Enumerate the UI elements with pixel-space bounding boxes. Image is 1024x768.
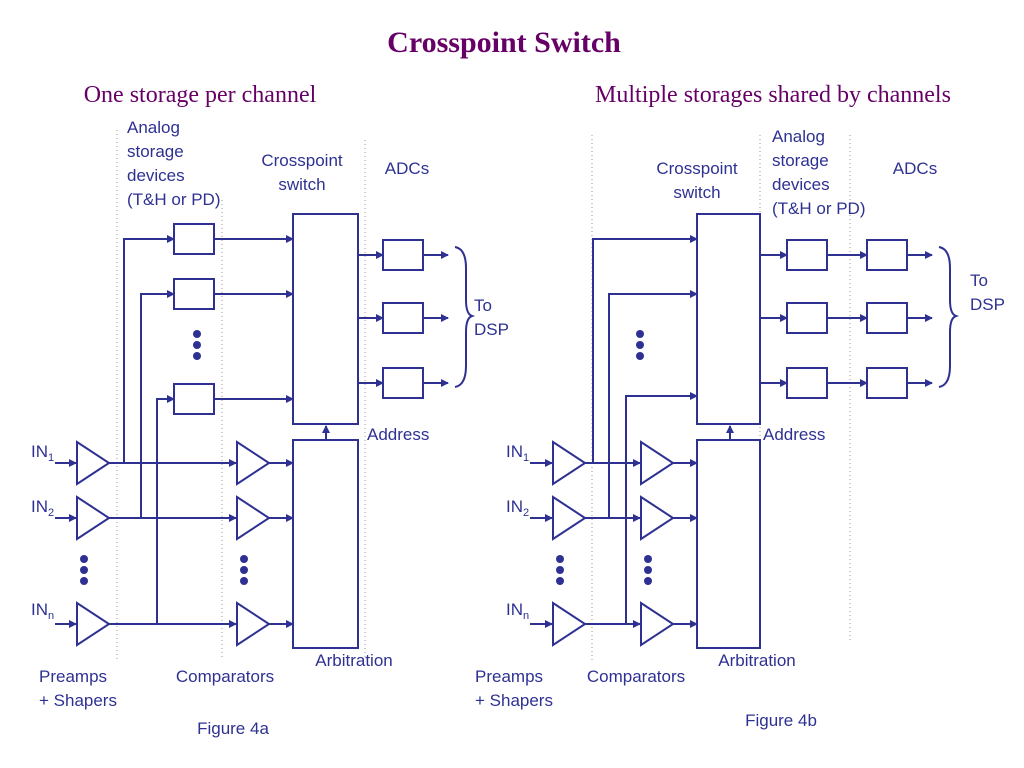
- preamp-triangle: [552, 601, 587, 647]
- ellipsis-dot: [193, 330, 201, 338]
- storage-label-line: Analog: [127, 118, 180, 137]
- to-dsp-label: To: [474, 296, 492, 315]
- switch-label-line: Crosspoint: [656, 159, 738, 178]
- input-label-1: IN1: [506, 442, 529, 464]
- storage-box: [786, 302, 828, 334]
- storage-box: [173, 278, 215, 310]
- comparator-triangle: [236, 601, 271, 647]
- subtitle-left: One storage per channel: [84, 82, 317, 108]
- input-label-1: IN1: [31, 442, 54, 464]
- comparators-label: Comparators: [176, 667, 274, 686]
- arbitration-block: [292, 439, 359, 649]
- preamp-triangle: [552, 440, 587, 486]
- storage-box: [786, 367, 828, 399]
- preamp-triangle: [76, 495, 111, 541]
- comparator-triangle: [640, 440, 675, 486]
- input-label-2: IN2: [506, 497, 529, 519]
- preamps-label: Preamps: [475, 667, 543, 686]
- input-label-n: INn: [31, 600, 54, 622]
- storage-label-line: devices: [772, 175, 830, 194]
- storage-label-line: Analog: [772, 127, 825, 146]
- comparator-triangle: [236, 495, 271, 541]
- dsp-brace: [938, 246, 960, 388]
- storage-box: [173, 223, 215, 255]
- storage-label-line: (T&H or PD): [772, 199, 866, 218]
- crosspoint-switch-block: [292, 213, 359, 425]
- preamps-label: + Shapers: [39, 691, 117, 710]
- page-title: Crosspoint Switch: [387, 26, 621, 59]
- dsp-brace: [454, 246, 476, 388]
- arbitration-label: Arbitration: [718, 651, 795, 670]
- switch-label-line: switch: [278, 175, 325, 194]
- storage-label-line: (T&H or PD): [127, 190, 221, 209]
- comparator-triangle: [640, 601, 675, 647]
- ellipsis-dot: [193, 341, 201, 349]
- subtitle-right: Multiple storages shared by channels: [595, 82, 951, 108]
- preamp-triangle: [76, 440, 111, 486]
- comparator-triangle: [640, 495, 675, 541]
- ellipsis-dot: [193, 352, 201, 360]
- comparators-label: Comparators: [587, 667, 685, 686]
- adc-box: [382, 302, 424, 334]
- comparator-triangle: [236, 440, 271, 486]
- address-label: Address: [367, 425, 429, 444]
- adc-box: [866, 367, 908, 399]
- arbitration-label: Arbitration: [315, 651, 392, 670]
- adc-box: [866, 302, 908, 334]
- storage-label-line: devices: [127, 166, 185, 185]
- crosspoint-switch-block: [696, 213, 761, 425]
- switch-label-line: Crosspoint: [261, 151, 343, 170]
- figure-caption-4a: Figure 4a: [197, 719, 269, 738]
- storage-label-line: storage: [772, 151, 829, 170]
- address-label: Address: [763, 425, 825, 444]
- switch-label-line: switch: [673, 183, 720, 202]
- figure-caption-4b: Figure 4b: [745, 711, 817, 730]
- figure-4b: Crosspoint switch Analog storage devices…: [475, 127, 1005, 730]
- input-label-2: IN2: [31, 497, 54, 519]
- adc-box: [382, 239, 424, 271]
- to-dsp-label: DSP: [970, 295, 1005, 314]
- adc-label: ADCs: [385, 159, 429, 178]
- preamp-triangle: [552, 495, 587, 541]
- to-dsp-label: DSP: [474, 320, 509, 339]
- storage-box: [786, 239, 828, 271]
- storage-label-line: storage: [127, 142, 184, 161]
- adc-label: ADCs: [893, 159, 937, 178]
- input-label-n: INn: [506, 600, 529, 622]
- preamp-triangle: [76, 601, 111, 647]
- preamps-label: + Shapers: [475, 691, 553, 710]
- to-dsp-label: To: [970, 271, 988, 290]
- arbitration-block: [696, 439, 761, 649]
- adc-box: [866, 239, 908, 271]
- figure-4a: Analog storage devices (T&H or PD) Cross…: [31, 118, 509, 738]
- storage-box: [173, 383, 215, 415]
- preamps-label: Preamps: [39, 667, 107, 686]
- adc-box: [382, 367, 424, 399]
